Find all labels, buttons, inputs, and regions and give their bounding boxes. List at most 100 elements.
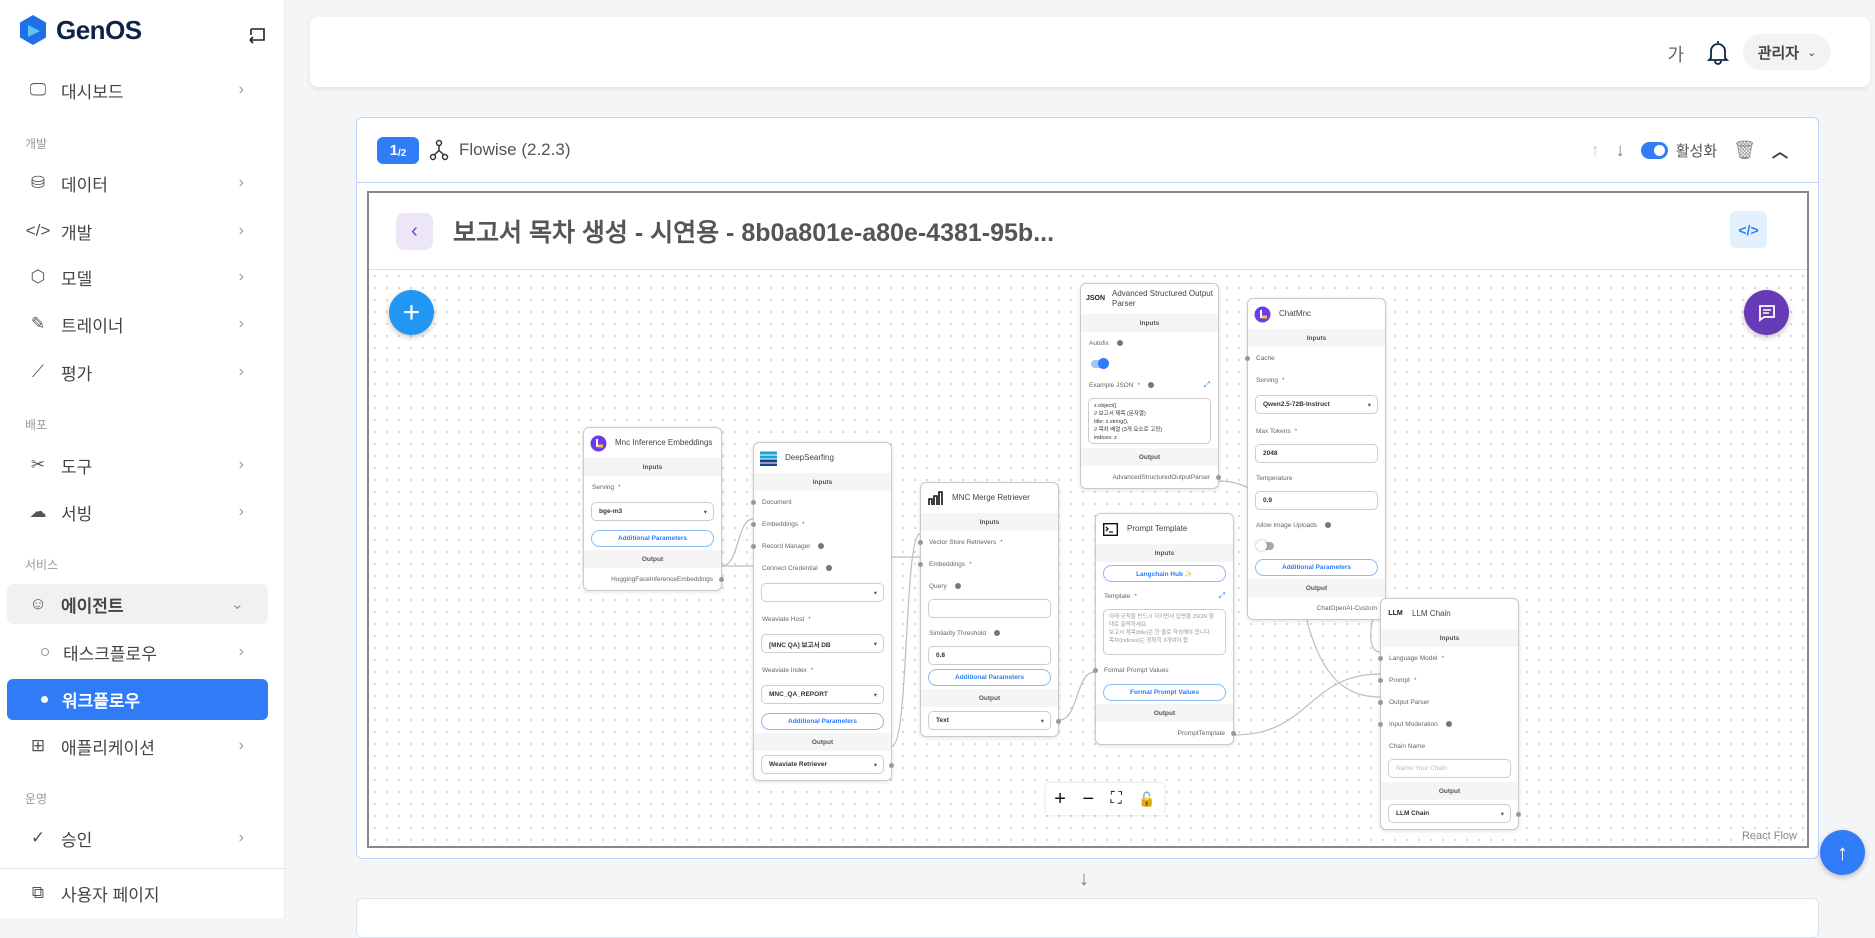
sidebar-item-workflow[interactable]: 워크플로우 bbox=[7, 679, 268, 720]
input-handle[interactable] bbox=[751, 543, 756, 549]
sidebar-item-data[interactable]: ⛁데이터› bbox=[7, 163, 268, 203]
chevron-up-icon[interactable]: ︿ bbox=[1771, 144, 1788, 161]
info-icon[interactable] bbox=[825, 565, 832, 571]
font-size-toggle[interactable]: 가 bbox=[1667, 45, 1684, 65]
node-select[interactable]: [MNC QA] 보고서 DB bbox=[761, 634, 884, 653]
info-icon[interactable] bbox=[1445, 721, 1452, 727]
input-handle[interactable] bbox=[1378, 655, 1383, 661]
collapse-sidebar-icon[interactable] bbox=[245, 24, 267, 46]
sidebar-item-model[interactable]: ⬡모델› bbox=[7, 257, 268, 297]
sidebar-item-tool[interactable]: ✂도구› bbox=[7, 445, 268, 485]
node-select[interactable]: Qwen2.5-72B-Instruct bbox=[1255, 395, 1378, 414]
node-header[interactable]: MNC Merge Retriever bbox=[921, 483, 1058, 513]
fit-view-icon[interactable]: ⛶ bbox=[1110, 790, 1122, 807]
node-button[interactable]: Additional Parameters bbox=[928, 669, 1051, 686]
move-down-icon[interactable]: ↓ bbox=[1615, 139, 1625, 160]
output-handle[interactable] bbox=[719, 576, 724, 582]
info-icon[interactable] bbox=[1116, 340, 1123, 346]
sidebar-item-taskflow[interactable]: 태스크플로우› bbox=[7, 632, 268, 672]
input-handle[interactable] bbox=[751, 499, 756, 505]
expand-icon[interactable]: ⤢ bbox=[1203, 380, 1210, 389]
info-icon[interactable] bbox=[1147, 382, 1154, 388]
sidebar-item-dashboard[interactable]: 🖵대시보드› bbox=[7, 70, 268, 110]
output-handle[interactable] bbox=[1216, 474, 1221, 480]
sidebar-item-agent[interactable]: ☺에이전트⌄ bbox=[7, 584, 268, 624]
zoom-out-icon[interactable]: − bbox=[1082, 787, 1095, 810]
chat-button[interactable] bbox=[1744, 290, 1789, 335]
output-handle[interactable] bbox=[889, 763, 894, 768]
move-up-icon[interactable]: ↑ bbox=[1590, 139, 1600, 160]
node-textarea[interactable]: z.object({ // 보고서 제목 (문자열) title: z.stri… bbox=[1088, 398, 1211, 444]
node-button[interactable]: Langchain Hub ✨ bbox=[1103, 565, 1226, 582]
info-icon[interactable] bbox=[993, 630, 1000, 636]
input-handle[interactable] bbox=[1378, 699, 1383, 705]
node-button[interactable]: Additional Parameters bbox=[1255, 559, 1378, 576]
active-toggle[interactable] bbox=[1640, 141, 1668, 159]
node-select[interactable]: MNC_QA_REPORT bbox=[761, 685, 884, 704]
lock-icon[interactable]: 🔓 bbox=[1138, 790, 1156, 807]
brand-logo[interactable]: GenOS bbox=[18, 14, 142, 46]
input-handle[interactable] bbox=[1378, 721, 1383, 727]
node-button[interactable]: Format Prompt Values bbox=[1103, 684, 1226, 701]
info-icon[interactable] bbox=[1325, 522, 1332, 528]
node-select[interactable]: Weaviate Retriever bbox=[761, 755, 884, 774]
input-handle[interactable] bbox=[1378, 677, 1383, 683]
input-handle[interactable] bbox=[1245, 355, 1250, 361]
node-header[interactable]: Mnc Inference Embeddings bbox=[584, 428, 721, 458]
node-button[interactable]: Additional Parameters bbox=[761, 713, 884, 730]
output-handle[interactable] bbox=[1516, 812, 1521, 817]
sidebar-item-userpage[interactable]: ⧉사용자 페이지 bbox=[7, 873, 268, 913]
output-handle[interactable] bbox=[1056, 719, 1061, 724]
expand-icon[interactable]: ⤢ bbox=[1218, 591, 1225, 600]
input-handle[interactable] bbox=[918, 561, 923, 567]
node-textarea[interactable]: 아래 규칙을 반드시 지키면서 답변을 JSON 형태로 출력하세요. 보고서 … bbox=[1103, 609, 1226, 655]
node-input[interactable] bbox=[928, 599, 1051, 618]
node-input[interactable]: Name Your Chain bbox=[1388, 759, 1511, 778]
user-menu[interactable]: 관리자⌄ bbox=[1743, 34, 1831, 70]
sidebar-item-approval[interactable]: ✓승인› bbox=[7, 818, 268, 858]
node-select[interactable] bbox=[761, 583, 884, 602]
node-toggle[interactable] bbox=[1248, 536, 1385, 556]
node-header[interactable]: Prompt Template bbox=[1096, 514, 1233, 544]
node-input[interactable]: 2048 bbox=[1255, 444, 1378, 463]
node-input[interactable]: 0.8 bbox=[928, 646, 1051, 665]
input-handle[interactable] bbox=[1093, 667, 1098, 673]
node-header[interactable]: DeepSearfing bbox=[754, 443, 891, 473]
sidebar-item-serving[interactable]: ☁서빙› bbox=[7, 492, 268, 532]
bell-icon[interactable] bbox=[1706, 39, 1730, 65]
info-icon[interactable] bbox=[954, 583, 961, 589]
node-toggle[interactable] bbox=[1081, 354, 1218, 374]
node-select[interactable]: LLM Chain bbox=[1388, 804, 1511, 823]
info-icon[interactable] bbox=[818, 543, 825, 549]
zoom-in-icon[interactable]: + bbox=[1054, 787, 1066, 810]
view-code-button[interactable]: </> bbox=[1730, 211, 1767, 248]
sidebar-item-eval[interactable]: ⟋평가› bbox=[7, 352, 268, 392]
sidebar-item-develop[interactable]: </>개발› bbox=[7, 211, 268, 251]
input-handle[interactable] bbox=[751, 521, 756, 527]
output-handle[interactable] bbox=[1231, 730, 1236, 736]
node-button[interactable]: Additional Parameters bbox=[591, 530, 714, 547]
scroll-top-button[interactable]: ↑ bbox=[1820, 830, 1865, 875]
sidebar-item-trainer[interactable]: ✎트레이너› bbox=[7, 304, 268, 344]
node-header[interactable]: ChatMnc bbox=[1248, 299, 1385, 329]
node-input[interactable]: 0.9 bbox=[1255, 491, 1378, 510]
node-select[interactable]: bge-m3 bbox=[591, 502, 714, 521]
node-select[interactable]: Text bbox=[928, 711, 1051, 730]
back-button[interactable]: ‹ bbox=[396, 212, 433, 250]
add-node-button[interactable]: + bbox=[389, 290, 434, 335]
input-handle[interactable] bbox=[918, 539, 923, 545]
next-step-card[interactable] bbox=[356, 898, 1819, 938]
trash-icon[interactable]: 🗑 bbox=[1733, 139, 1756, 160]
react-flow-attribution[interactable]: React Flow bbox=[1741, 830, 1797, 842]
sidebar-item-application[interactable]: ⊞애플리케이션› bbox=[7, 726, 268, 766]
